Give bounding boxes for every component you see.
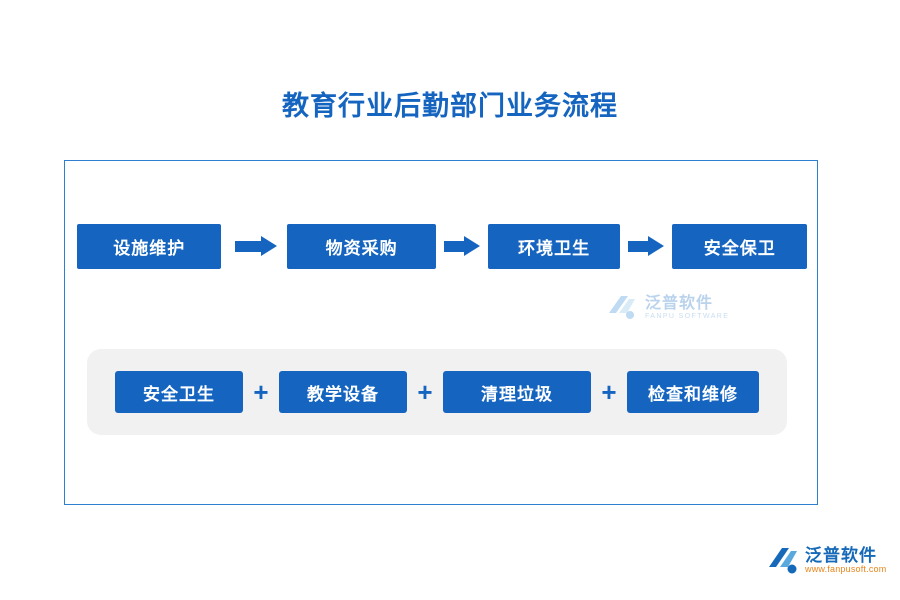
diagram-frame: 设施维护 物资采购 环境卫生 安全保卫: [64, 160, 818, 505]
flow-step-1[interactable]: 设施维护: [77, 223, 222, 269]
brand-url: www.fanpusoft.com: [805, 564, 887, 575]
arrow-right-icon: [620, 236, 672, 256]
arrow-shaft: [235, 241, 264, 252]
task-item-1-label: 安全卫生: [143, 384, 215, 404]
arrow-right-icon: [436, 236, 488, 256]
task-band: 安全卫生 + 教学设备 + 清理垃圾 + 检查和维修: [87, 349, 787, 435]
arrow-right-icon: [221, 236, 287, 256]
brand-logo-text: 泛普软件 www.fanpusoft.com: [805, 545, 887, 576]
task-item-2-label: 教学设备: [307, 384, 379, 404]
watermark: 泛普软件 FANPU SOFTWARE: [605, 285, 785, 331]
flow-step-1-label: 设施维护: [113, 238, 186, 258]
arrow-shaft: [628, 241, 651, 252]
task-item-3-label: 清理垃圾: [481, 384, 553, 404]
arrow-head: [648, 236, 665, 256]
task-item-2[interactable]: 教学设备: [279, 371, 407, 413]
flow-step-4-label: 安全保卫: [703, 238, 776, 258]
flow-step-2[interactable]: 物资采购: [287, 223, 436, 269]
plus-icon: +: [417, 376, 433, 407]
arrow-head: [261, 236, 278, 256]
fanpu-logo-icon: [605, 291, 639, 325]
watermark-name-en: FANPU SOFTWARE: [645, 312, 730, 320]
flow-step-3-label: 环境卫生: [518, 238, 591, 258]
plus-icon: +: [601, 376, 617, 407]
flow-step-4[interactable]: 安全保卫: [672, 223, 807, 269]
flow-step-3[interactable]: 环境卫生: [487, 223, 621, 269]
process-flow-row: 设施维护 物资采购 环境卫生 安全保卫: [77, 218, 807, 274]
plus-icon: +: [253, 376, 269, 407]
flow-step-2-label: 物资采购: [325, 238, 398, 258]
fanpu-logo-icon: [766, 544, 800, 578]
watermark-name-cn: 泛普软件: [645, 294, 714, 312]
task-item-1[interactable]: 安全卫生: [115, 371, 243, 413]
arrow-head: [463, 236, 480, 256]
task-item-4[interactable]: 检查和维修: [627, 371, 759, 413]
brand-logo: 泛普软件 www.fanpusoft.com: [766, 536, 888, 586]
watermark-text: 泛普软件 FANPU SOFTWARE: [645, 294, 730, 320]
task-item-4-label: 检查和维修: [648, 384, 738, 404]
page-title: 教育行业后勤部门业务流程: [282, 91, 618, 121]
arrow-shaft: [443, 241, 466, 252]
task-item-3[interactable]: 清理垃圾: [443, 371, 591, 413]
brand-name-cn: 泛普软件: [805, 545, 877, 565]
